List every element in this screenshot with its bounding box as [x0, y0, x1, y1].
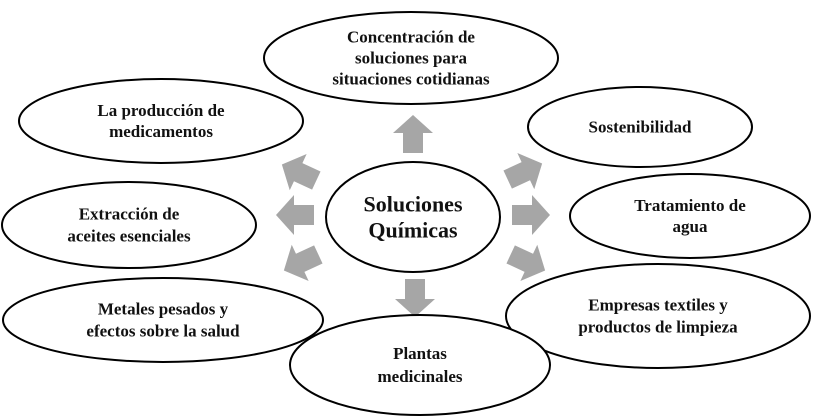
node-concentracion-label-line: Concentración de: [347, 28, 475, 47]
arrow-to-tratamiento: [512, 195, 550, 235]
arrow-to-sostenibilidad: [503, 153, 543, 190]
node-center-ellipse: [325, 161, 501, 273]
node-tratamiento-ellipse: [569, 173, 811, 259]
arrow-to-extraccion: [276, 195, 314, 235]
node-medicamentos-label-line: medicamentos: [109, 122, 213, 141]
node-metales-label-line: efectos sobre la salud: [86, 322, 240, 341]
nodes-layer: Concentración de soluciones para situacion…: [1, 11, 811, 416]
node-sostenibilidad-label-line: Sostenibilidad: [589, 118, 693, 137]
node-plantas-label-line: medicinales: [378, 367, 463, 386]
node-sostenibilidad-ellipse: [527, 86, 753, 168]
node-empresas-label-line: Empresas textiles y: [588, 296, 728, 315]
node-metales: Metales pesados y efectos sobre la salud: [2, 277, 324, 363]
node-plantas-label-line: Plantas: [393, 344, 447, 363]
node-extraccion-label-line: Extracción de: [79, 205, 180, 224]
node-concentracion: Concentración de soluciones para situacion…: [263, 11, 559, 105]
node-center-label-line: Químicas: [368, 218, 458, 243]
node-concentracion-label-line: situaciones cotidianas: [332, 70, 490, 89]
node-sostenibilidad: Sostenibilidad: [527, 86, 753, 168]
node-empresas: Empresas textiles y productos de limpieza: [505, 263, 811, 369]
node-medicamentos-label-line: La producción de: [97, 101, 225, 120]
arrow-to-concentracion: [393, 115, 433, 153]
arrow-to-empresas: [506, 244, 546, 281]
node-extraccion-ellipse: [1, 181, 257, 269]
node-tratamiento-label-line: agua: [673, 217, 708, 236]
node-tratamiento-label-line: Tratamiento de: [634, 196, 746, 215]
node-center-label-line: Soluciones: [363, 192, 462, 217]
arrow-to-plantas: [395, 279, 435, 317]
node-medicamentos: La producción de medicamentos: [18, 78, 304, 164]
arrows-layer: [276, 115, 550, 317]
node-concentracion-label-line: soluciones para: [355, 49, 467, 68]
node-extraccion: Extracción de aceites esenciales: [1, 181, 257, 269]
arrow-to-metales: [283, 244, 323, 281]
node-medicamentos-ellipse: [18, 78, 304, 164]
arrow-to-medicamentos: [281, 154, 321, 191]
node-extraccion-label-line: aceites esenciales: [67, 227, 191, 246]
node-concentracion-ellipse: [263, 11, 559, 105]
node-empresas-label-line: productos de limpieza: [578, 318, 738, 337]
node-plantas-ellipse: [289, 314, 551, 416]
node-empresas-ellipse: [505, 263, 811, 369]
node-tratamiento: Tratamiento de agua: [569, 173, 811, 259]
node-metales-ellipse: [2, 277, 324, 363]
node-plantas: Plantas medicinales: [289, 314, 551, 416]
node-metales-label-line: Metales pesados y: [98, 300, 229, 319]
